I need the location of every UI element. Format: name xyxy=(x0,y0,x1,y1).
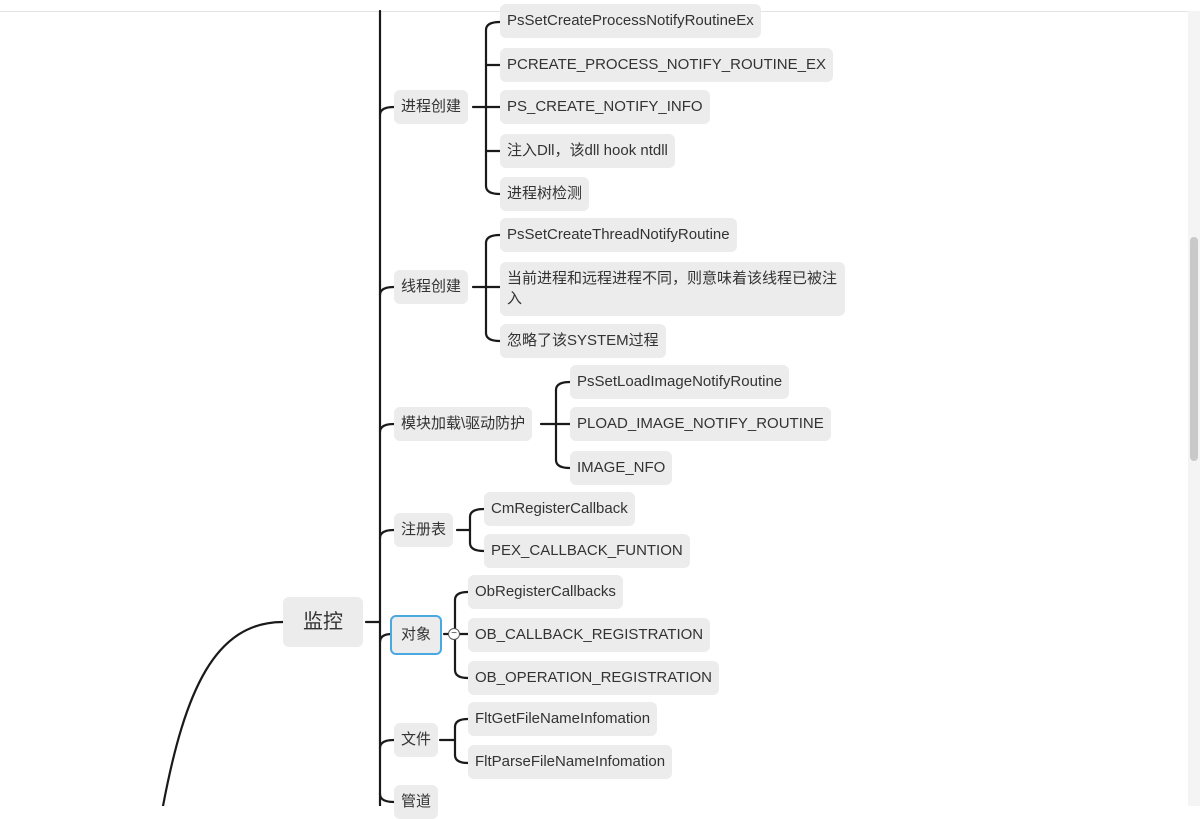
branch-file[interactable]: 文件 xyxy=(394,723,439,757)
branch-registry[interactable]: 注册表 xyxy=(394,513,454,547)
child-node[interactable]: ObRegisterCallbacks xyxy=(468,575,623,609)
child-node[interactable]: PsSetCreateThreadNotifyRoutine xyxy=(500,218,737,252)
collapse-toggle-icon[interactable]: − xyxy=(448,628,460,640)
child-node[interactable]: 当前进程和远程进程不同，则意味着该线程已被注入 xyxy=(500,262,845,316)
scrollbar-thumb[interactable] xyxy=(1190,237,1198,461)
child-node[interactable]: PLOAD_IMAGE_NOTIFY_ROUTINE xyxy=(570,407,831,441)
child-node[interactable]: PsSetCreateProcessNotifyRoutineEx xyxy=(500,4,761,38)
branch-pipe[interactable]: 管道 xyxy=(394,785,439,819)
child-node[interactable]: PEX_CALLBACK_FUNTION xyxy=(484,534,690,568)
child-node[interactable]: 进程树检测 xyxy=(500,177,590,211)
child-node[interactable]: OB_OPERATION_REGISTRATION xyxy=(468,661,719,695)
child-node[interactable]: PsSetLoadImageNotifyRoutine xyxy=(570,365,790,399)
root-node[interactable]: 监控 xyxy=(283,597,363,647)
child-node[interactable]: IMAGE_NFO xyxy=(570,451,673,485)
child-node[interactable]: PS_CREATE_NOTIFY_INFO xyxy=(500,90,710,124)
vertical-scrollbar[interactable] xyxy=(1188,11,1200,806)
child-node[interactable]: 忽略了该SYSTEM过程 xyxy=(500,324,666,358)
branch-module-load[interactable]: 模块加载\驱动防护 xyxy=(394,407,533,441)
branch-thread-creation[interactable]: 线程创建 xyxy=(394,270,469,304)
child-node[interactable]: OB_CALLBACK_REGISTRATION xyxy=(468,618,711,652)
child-node[interactable]: CmRegisterCallback xyxy=(484,492,635,526)
child-node[interactable]: 注入Dll，该dll hook ntdll xyxy=(500,134,675,168)
child-node[interactable]: PCREATE_PROCESS_NOTIFY_ROUTINE_EX xyxy=(500,48,833,82)
branch-process-creation[interactable]: 进程创建 xyxy=(394,90,469,124)
branch-object[interactable]: 对象 xyxy=(390,615,443,655)
child-node[interactable]: FltParseFileNameInfomation xyxy=(468,745,673,779)
child-node[interactable]: FltGetFileNameInfomation xyxy=(468,702,658,736)
